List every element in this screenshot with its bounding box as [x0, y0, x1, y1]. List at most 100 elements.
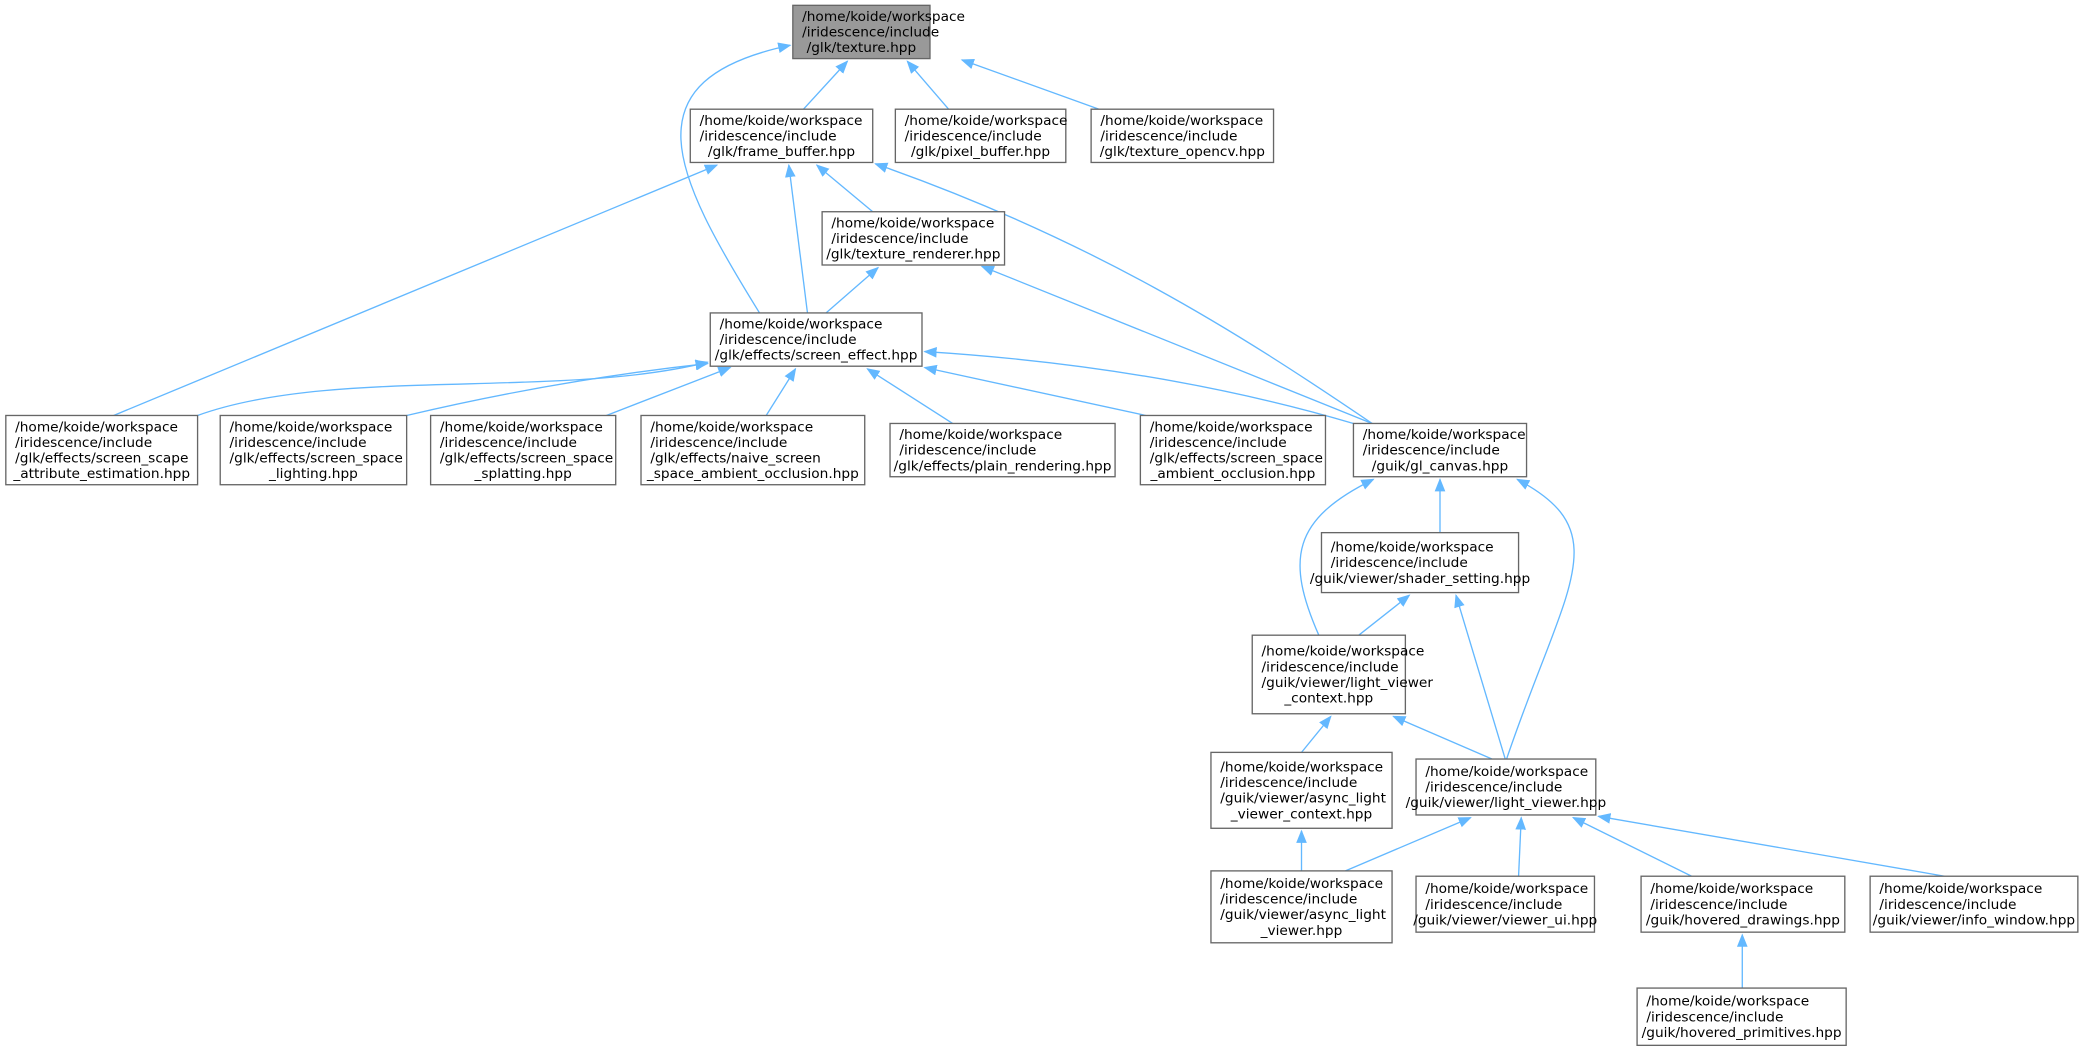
node-box: [1090, 108, 1275, 164]
edge-gl_canvas-to-frame_buffer: [874, 162, 1373, 425]
node-label-line: /home/koide/workspace: [1100, 113, 1263, 129]
node-label-line: /home/koide/workspace: [650, 419, 813, 435]
node-label-line: /home/koide/workspace: [1262, 644, 1425, 660]
node-label-line: _space_ambient_occlusion.hpp: [646, 466, 859, 482]
node-label-line: /iridescence/include: [1220, 892, 1357, 908]
node-label-line: /iridescence/include: [15, 435, 152, 451]
node-label-line: /home/koide/workspace: [1646, 994, 1809, 1010]
node-label-line: /home/koide/workspace: [802, 9, 965, 25]
node-label-line: /home/koide/workspace: [1363, 427, 1526, 443]
node-label-line: _viewer_context.hpp: [1230, 806, 1372, 822]
node-async-light-viewer[interactable]: /home/koide/workspace/iridescence/includ…: [1210, 870, 1393, 944]
edge-screen_space_lighting-to-screen_effect: [406, 359, 709, 417]
node-viewer-ui[interactable]: /home/koide/workspace/iridescence/includ…: [1413, 875, 1597, 933]
node-label-line: _ambient_occlusion.hpp: [1150, 466, 1316, 482]
node-label-line: /iridescence/include: [700, 128, 837, 144]
node-label-line: /home/koide/workspace: [720, 317, 883, 333]
node-pixel-buffer[interactable]: /home/koide/workspace/iridescence/includ…: [894, 108, 1068, 164]
node-screen-effect[interactable]: /home/koide/workspace/iridescence/includ…: [709, 312, 923, 367]
node-label-line: /guik/viewer/info_window.hpp: [1873, 912, 2075, 928]
node-box: [1869, 875, 2079, 933]
node-label-line: /guik/viewer/light_viewer: [1262, 675, 1434, 691]
node-box: [1415, 758, 1597, 816]
node-label-line: /iridescence/include: [1331, 555, 1468, 571]
node-label-line: /guik/viewer/async_light: [1220, 791, 1386, 807]
node-label-line: /glk/pixel_buffer.hpp: [911, 144, 1050, 160]
node-label-line: /iridescence/include: [905, 128, 1042, 144]
node-label-line: /iridescence/include: [230, 435, 367, 451]
edge-light_viewer-to-gl_canvas: [1505, 478, 1575, 760]
edges: [113, 42, 1945, 989]
node-label-line: /glk/effects/screen_space: [230, 450, 403, 466]
node-box: [640, 414, 866, 486]
node-box: [1415, 875, 1596, 933]
node-light-viewer[interactable]: /home/koide/workspace/iridescence/includ…: [1406, 758, 1607, 816]
node-hovered-primitives[interactable]: /home/koide/workspace/iridescence/includ…: [1636, 987, 1847, 1047]
node-label-line: /glk/texture_opencv.hpp: [1100, 144, 1265, 160]
edge-info_window-to-light_viewer: [1597, 813, 1945, 877]
node-label-line: /iridescence/include: [899, 443, 1036, 459]
node-label-line: /iridescence/include: [1220, 775, 1357, 791]
node-texture-opencv[interactable]: /home/koide/workspace/iridescence/includ…: [1090, 108, 1275, 164]
node-label-line: /iridescence/include: [802, 25, 939, 41]
node-box: [709, 312, 923, 367]
edge-frame_buffer-to-texture: [802, 60, 849, 110]
node-label-line: /iridescence/include: [1100, 128, 1237, 144]
node-label-line: /home/koide/workspace: [1220, 760, 1383, 776]
node-texture-renderer[interactable]: /home/koide/workspace/iridescence/includ…: [821, 211, 1006, 266]
node-label-line: /glk/effects/naive_screen: [650, 450, 820, 466]
edge-naive_ssao-to-screen_effect: [765, 367, 797, 416]
edge-light_viewer-to-shader_setting: [1454, 593, 1506, 760]
node-box: [5, 414, 199, 486]
node-screen-space-splatting[interactable]: /home/koide/workspace/iridescence/includ…: [429, 414, 617, 486]
node-box: [1352, 422, 1528, 478]
nodes: /home/koide/workspace/iridescence/includ…: [5, 4, 2079, 1047]
node-label-line: /guik/hovered_drawings.hpp: [1646, 912, 1840, 928]
node-label-line: _viewer.hpp: [1260, 923, 1343, 939]
node-info-window[interactable]: /home/koide/workspace/iridescence/includ…: [1869, 875, 2079, 933]
node-async-light-viewer-context[interactable]: /home/koide/workspace/iridescence/includ…: [1210, 751, 1393, 829]
node-ssao[interactable]: /home/koide/workspace/iridescence/includ…: [1139, 414, 1327, 486]
edge-hovered_drawings-to-light_viewer: [1571, 817, 1692, 877]
node-label-line: /home/koide/workspace: [899, 427, 1062, 443]
edge-screen_effect-to-frame_buffer: [785, 163, 809, 314]
node-gl-canvas[interactable]: /home/koide/workspace/iridescence/includ…: [1352, 422, 1528, 478]
node-label-line: /glk/effects/screen_space: [1150, 450, 1323, 466]
node-label-line: /glk/effects/plain_rendering.hpp: [894, 458, 1112, 474]
node-label-line: _context.hpp: [1283, 690, 1373, 706]
node-label-line: /home/koide/workspace: [1425, 881, 1588, 897]
edge-light_viewer_context-to-gl_canvas: [1299, 478, 1375, 636]
node-label-line: /home/koide/workspace: [1220, 876, 1383, 892]
node-texture[interactable]: /home/koide/workspace/iridescence/includ…: [792, 4, 965, 60]
edge-screen_scape_attr-to-screen_effect: [197, 359, 709, 417]
edge-screen_effect-to-texture_renderer: [825, 266, 880, 314]
node-label-line: /guik/viewer/shader_setting.hpp: [1310, 571, 1530, 587]
node-label-line: /home/koide/workspace: [831, 215, 994, 231]
node-label-line: /iridescence/include: [1646, 1009, 1783, 1025]
node-box: [889, 422, 1116, 478]
edge-async_light_viewer-to-light_viewer: [1345, 817, 1472, 872]
node-label-line: /guik/viewer/light_viewer.hpp: [1406, 795, 1607, 811]
node-label-line: /glk/effects/screen_space: [440, 450, 613, 466]
node-shader-setting[interactable]: /home/koide/workspace/iridescence/includ…: [1310, 531, 1530, 594]
node-label-line: /home/koide/workspace: [1879, 881, 2042, 897]
node-box: [219, 414, 408, 486]
node-naive-ssao[interactable]: /home/koide/workspace/iridescence/includ…: [640, 414, 866, 486]
edge-gl_canvas-to-screen_effect: [923, 346, 1354, 425]
node-box: [792, 4, 931, 60]
node-hovered-drawings[interactable]: /home/koide/workspace/iridescence/includ…: [1640, 875, 1846, 933]
node-plain-rendering[interactable]: /home/koide/workspace/iridescence/includ…: [889, 422, 1116, 478]
node-screen-space-lighting[interactable]: /home/koide/workspace/iridescence/includ…: [219, 414, 408, 486]
node-box: [894, 108, 1067, 164]
node-frame-buffer[interactable]: /home/koide/workspace/iridescence/includ…: [689, 108, 874, 164]
node-label-line: /home/koide/workspace: [700, 113, 863, 129]
edge-gl_canvas-to-texture_renderer: [980, 265, 1373, 425]
node-label-line: /iridescence/include: [1150, 435, 1287, 451]
node-label-line: /glk/texture_renderer.hpp: [826, 247, 1000, 263]
node-light-viewer-context[interactable]: /home/koide/workspace/iridescence/includ…: [1251, 634, 1434, 715]
edge-light_viewer-to-light_viewer_context: [1392, 715, 1493, 760]
edge-screen_space_splatting-to-screen_effect: [606, 366, 732, 417]
node-label-line: /iridescence/include: [650, 435, 787, 451]
node-screen-scape-attr[interactable]: /home/koide/workspace/iridescence/includ…: [5, 414, 199, 486]
node-label-line: /home/koide/workspace: [1150, 419, 1313, 435]
